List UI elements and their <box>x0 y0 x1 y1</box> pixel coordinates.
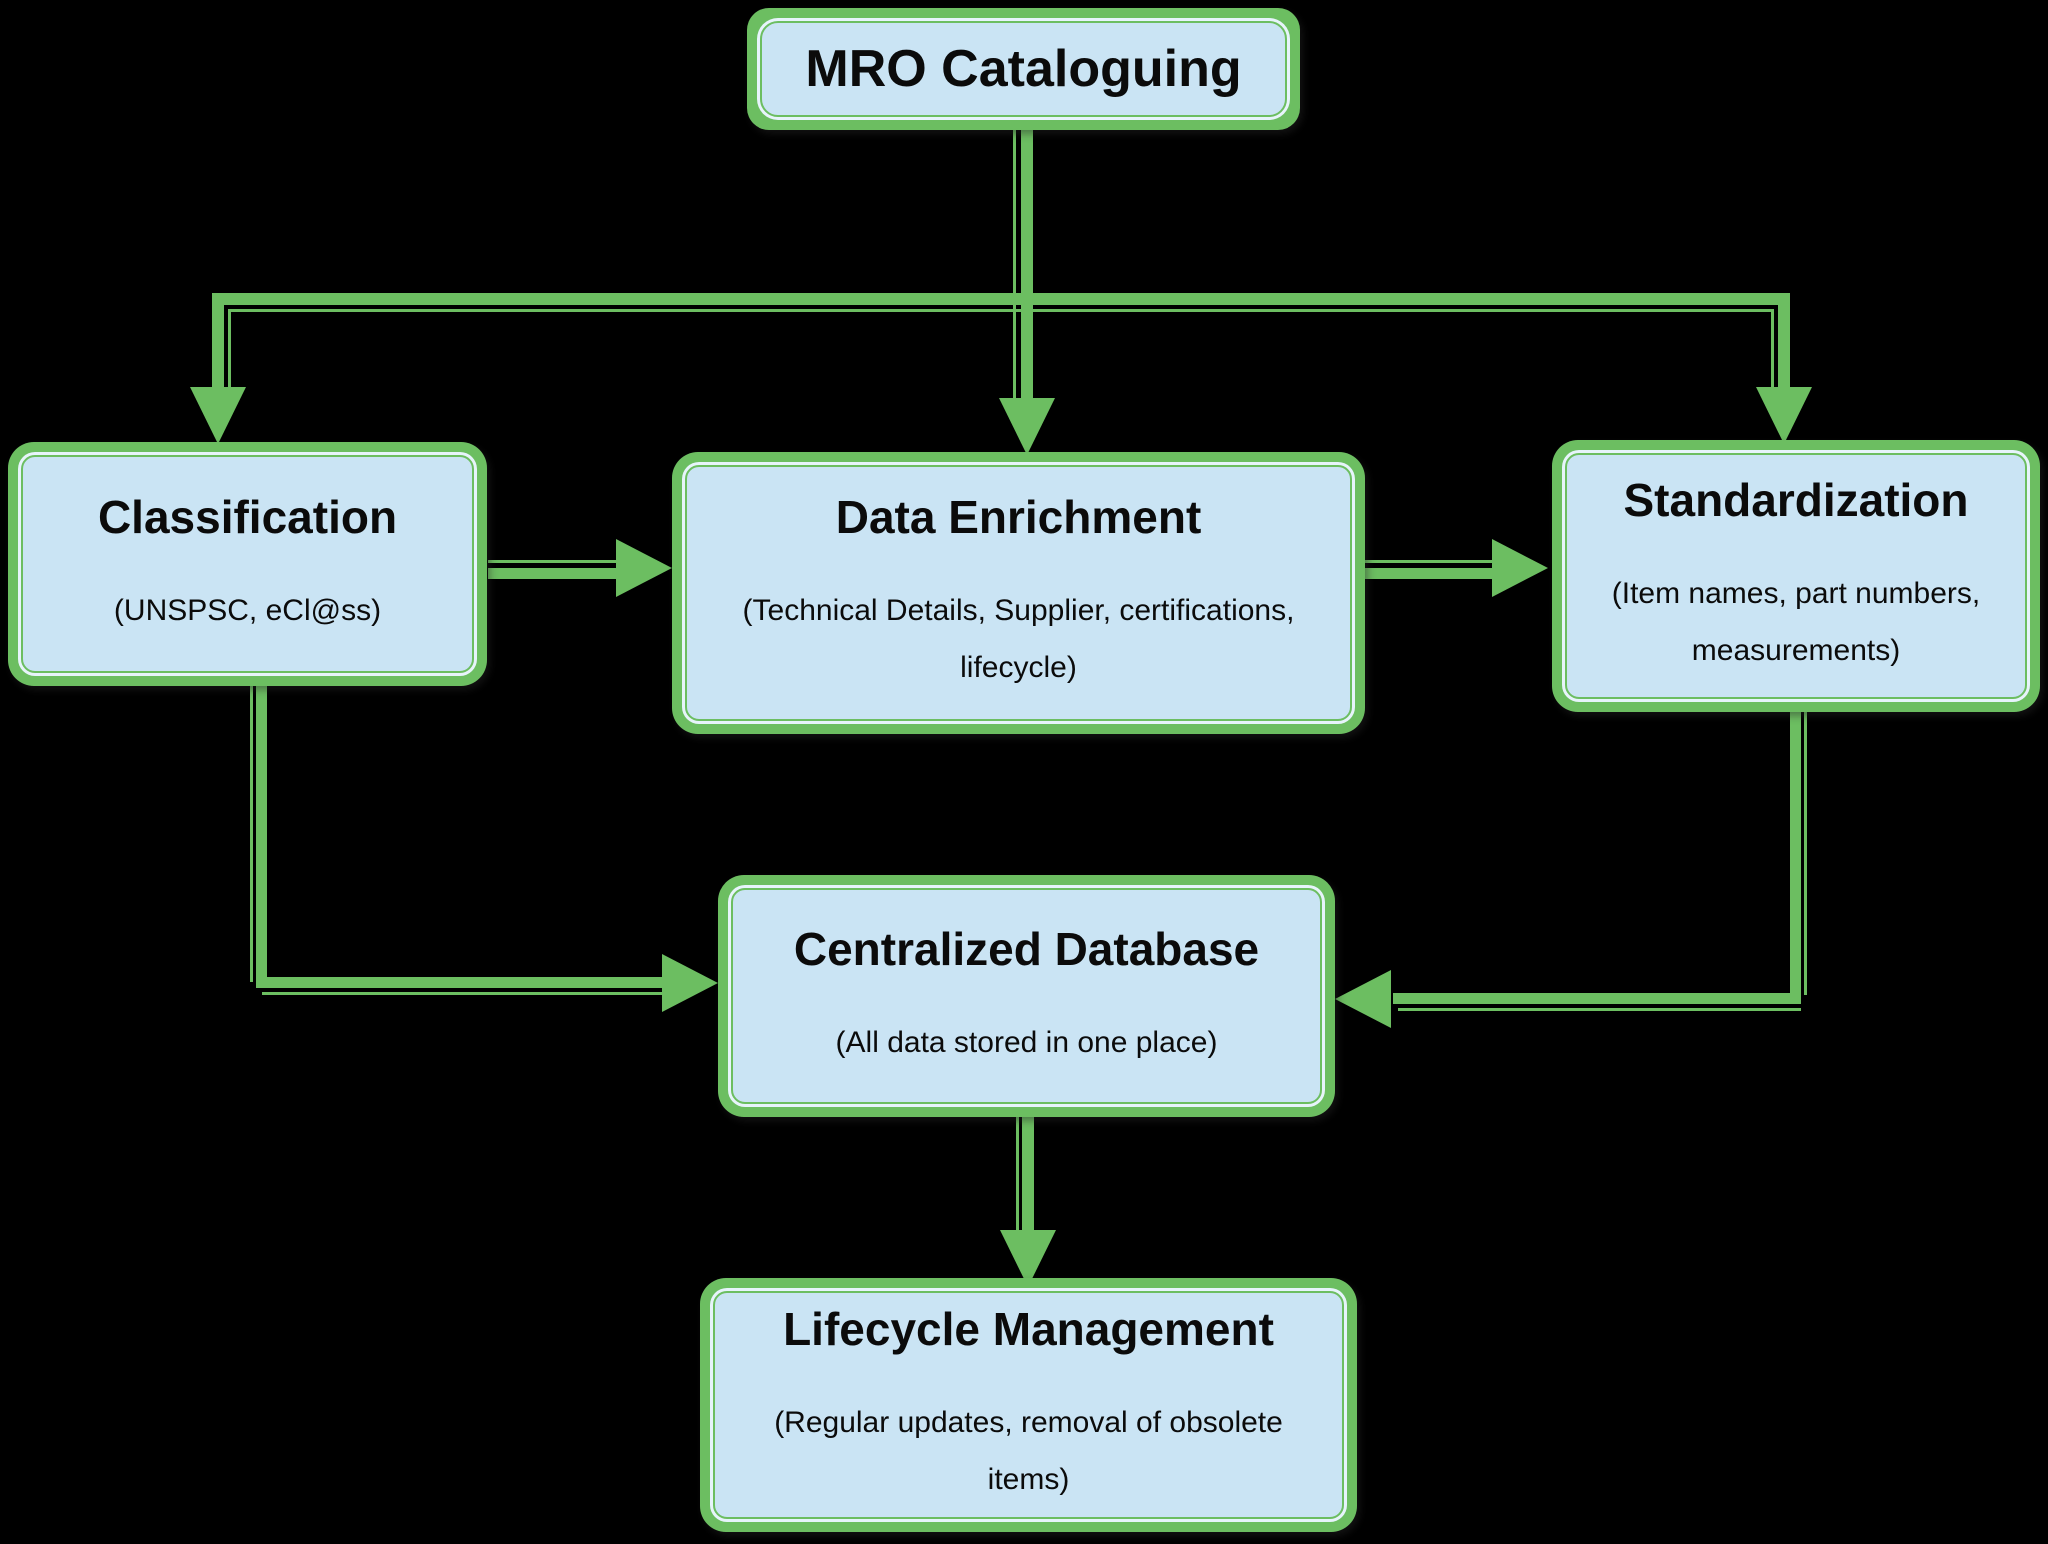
arrowhead-classification-to-data-enrichment <box>616 539 672 597</box>
node-title: Data Enrichment <box>835 491 1202 543</box>
subtitle-line: (All data stored in one place) <box>835 1025 1218 1059</box>
node-title: MRO Cataloguing <box>805 40 1242 98</box>
node-lifecycle-management: Lifecycle Management (Regular updates, r… <box>700 1278 1357 1532</box>
node-standardization: Standardization (Item names, part number… <box>1552 440 2040 712</box>
node-subtitle: (All data stored in one place) <box>836 1014 1218 1071</box>
arrow-classification-to-database-vertical <box>256 686 267 988</box>
arrow-standardization-to-database-vertical <box>1790 710 1801 1004</box>
node-subtitle: (Item names, part numbers, measurements) <box>1612 565 1980 679</box>
node-lifecycle-management-body: Lifecycle Management (Regular updates, r… <box>713 1291 1344 1519</box>
arrow-branch-to-classification-line <box>212 293 224 388</box>
node-standardization-body: Standardization (Item names, part number… <box>1565 453 2027 699</box>
node-classification: Classification (UNSPSC, eCl@ss) <box>8 442 487 686</box>
arrow-classification-to-data-enrichment-thin <box>488 560 640 563</box>
arrowhead-classification-to-database <box>662 954 718 1012</box>
arrow-classification-to-data-enrichment-thick <box>488 568 618 579</box>
node-subtitle: (Regular updates, removal of obsolete it… <box>774 1394 1283 1508</box>
node-data-enrichment: Data Enrichment (Technical Details, Supp… <box>672 452 1365 734</box>
node-classification-body: Classification (UNSPSC, eCl@ss) <box>21 455 474 673</box>
node-title: Classification <box>97 490 398 543</box>
arrow-standardization-to-database-horizontal <box>1393 993 1801 1004</box>
arrow-mro-to-data-enrichment-line <box>1021 128 1033 400</box>
arrow-mro-to-data-enrichment-line-thin <box>1013 128 1016 400</box>
node-centralized-database: Centralized Database (All data stored in… <box>718 875 1335 1117</box>
arrow-branch-to-classification-line-thin <box>228 309 231 388</box>
arrow-classification-to-database-horizontal <box>256 977 664 988</box>
node-mro-cataloguing-body: MRO Cataloguing <box>760 21 1287 117</box>
arrow-branch-to-standardization-line <box>1778 293 1790 388</box>
subtitle-line: lifecycle) <box>960 651 1077 684</box>
node-subtitle: (Technical Details, Supplier, certificat… <box>743 582 1295 696</box>
node-title: Lifecycle Management <box>783 1303 1274 1355</box>
subtitle-line: (UNSPSC, eCl@ss) <box>113 593 382 627</box>
node-data-enrichment-body: Data Enrichment (Technical Details, Supp… <box>685 465 1352 721</box>
arrowhead-standardization-to-database <box>1335 970 1391 1028</box>
arrow-standardization-to-database-vertical-thin <box>1804 710 1807 995</box>
arrow-classification-to-database-horizontal-thin <box>262 992 664 995</box>
arrow-data-enrichment-to-standardization-thin <box>1365 560 1498 563</box>
arrow-database-to-lifecycle-line-thin <box>1016 1117 1019 1232</box>
node-title: Standardization <box>1623 474 1969 526</box>
arrow-classification-to-database-vertical-thin <box>250 686 253 982</box>
arrowhead-data-enrichment-to-standardization <box>1492 539 1548 597</box>
subtitle-line: measurements) <box>1691 634 1901 667</box>
arrow-branch-horizontal-thick <box>212 293 1790 305</box>
node-mro-cataloguing: MRO Cataloguing <box>747 8 1300 130</box>
subtitle-line: (Item names, part numbers, <box>1611 577 1981 610</box>
node-centralized-database-body: Centralized Database (All data stored in… <box>731 888 1322 1104</box>
subtitle-line: (Technical Details, Supplier, certificat… <box>742 594 1295 627</box>
arrow-data-enrichment-to-standardization-thick <box>1365 568 1494 579</box>
subtitle-line: (Regular updates, removal of obsolete <box>774 1406 1283 1439</box>
arrow-standardization-to-database-horizontal-thin <box>1398 1008 1801 1011</box>
node-title: Centralized Database <box>793 922 1260 975</box>
arrowhead-to-data-enrichment <box>999 398 1055 455</box>
arrowhead-to-classification <box>190 387 246 444</box>
subtitle-line: items) <box>987 1463 1070 1496</box>
node-subtitle: (UNSPSC, eCl@ss) <box>114 582 381 639</box>
arrow-database-to-lifecycle-line <box>1022 1117 1034 1235</box>
arrow-branch-horizontal-thin <box>228 309 1774 312</box>
arrow-branch-to-standardization-line-thin <box>1771 309 1774 388</box>
arrowhead-to-standardization <box>1756 387 1812 444</box>
arrowhead-database-to-lifecycle <box>1000 1230 1056 1287</box>
